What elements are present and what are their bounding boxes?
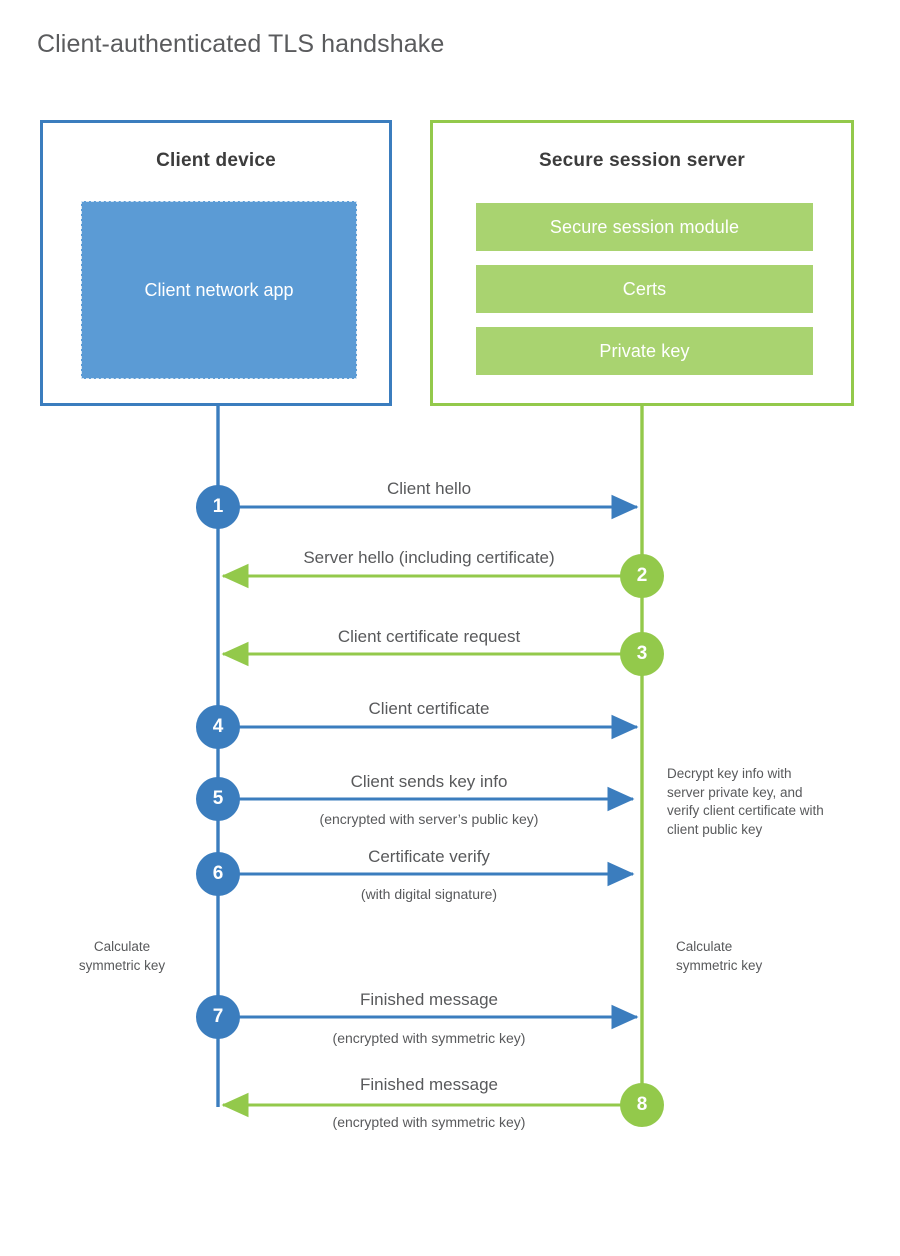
secure-session-server-box: Secure session server Secure session mod… [430, 120, 854, 406]
client-device-title: Client device [156, 150, 276, 171]
step-sublabel-5: (encrypted with server’s public key) [319, 811, 539, 827]
page-title: Client-authenticated TLS handshake [37, 30, 445, 58]
step-badge-5[interactable]: 5 [196, 777, 240, 821]
secure-session-server-title: Secure session server [539, 150, 745, 171]
client-device-box: Client device Client network app [40, 120, 392, 406]
client-network-app-block: Client network app [81, 201, 357, 379]
client-calc-line-1: Calculate [93, 939, 151, 954]
step-sublabel-7: (encrypted with symmetric key) [332, 1030, 526, 1046]
step-badge-4[interactable]: 4 [196, 705, 240, 749]
step-badge-2[interactable]: 2 [620, 554, 664, 598]
server-module-secure-session-module: Secure session module [476, 203, 813, 251]
server-decrypt-note: Decrypt key info with server private key… [667, 766, 824, 837]
step-label-4: Client certificate [368, 699, 490, 718]
step-label-2: Server hello (including certificate) [303, 548, 555, 567]
step-sublabel-6: (with digital signature) [360, 886, 498, 902]
client-calculate-symmetric-key-note: Calculate symmetric key [47, 938, 197, 975]
client-calc-line-2: symmetric key [78, 957, 166, 973]
server-calculate-symmetric-key-note: Calculate symmetric key [676, 938, 826, 975]
step-badge-1[interactable]: 1 [196, 485, 240, 529]
server-calc-line-2: symmetric key [676, 957, 763, 973]
step-badge-6[interactable]: 6 [196, 852, 240, 896]
step-label-8: Finished message [360, 1075, 498, 1094]
step-label-5: Client sends key info [350, 772, 508, 791]
step-label-3: Client certificate request [337, 627, 521, 646]
step-label-6: Certificate verify [368, 847, 490, 866]
step-badge-7[interactable]: 7 [196, 995, 240, 1039]
server-calc-line-1: Calculate [676, 939, 733, 954]
server-module-private-key: Private key [476, 327, 813, 375]
step-label-1: Client hello [386, 479, 472, 498]
step-sublabel-8: (encrypted with symmetric key) [332, 1114, 526, 1130]
step-badge-8[interactable]: 8 [620, 1083, 664, 1127]
step-badge-3[interactable]: 3 [620, 632, 664, 676]
step-label-7: Finished message [360, 990, 498, 1009]
server-module-certs: Certs [476, 265, 813, 313]
